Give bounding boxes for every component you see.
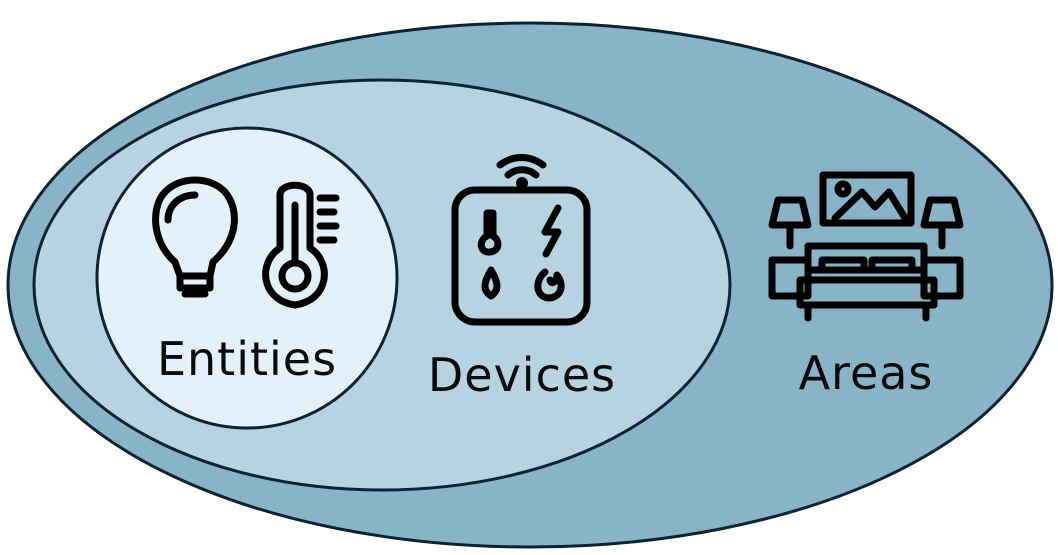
lightbulb-icon	[152, 176, 238, 298]
devices-label: Devices	[428, 348, 616, 402]
smart-sensor-device-icon	[451, 154, 591, 326]
entities-label: Entities	[157, 332, 337, 386]
thermometer-icon	[262, 181, 340, 309]
bedroom-icon	[768, 171, 964, 322]
areas-label: Areas	[799, 346, 934, 400]
